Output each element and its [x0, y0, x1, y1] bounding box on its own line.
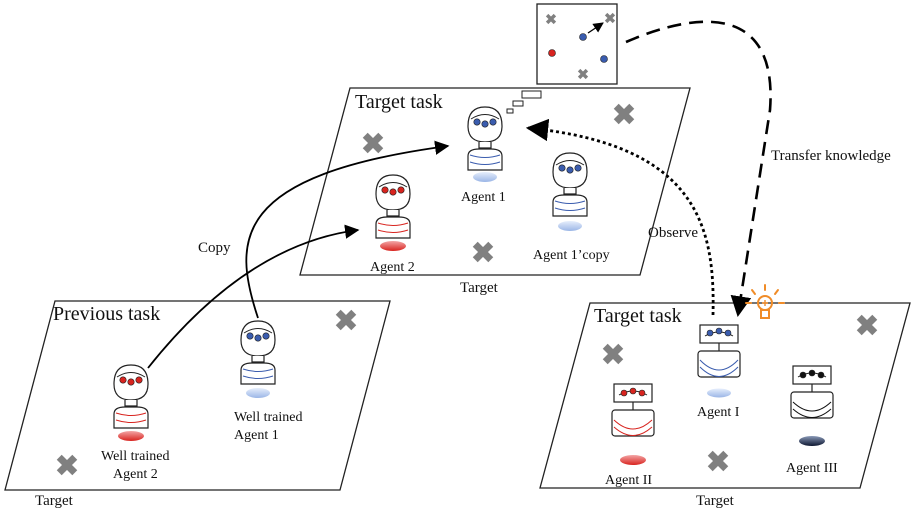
- observe-arrow: [525, 118, 715, 316]
- thought-bubble-icon: [506, 90, 542, 114]
- right-task-title: Target task: [594, 305, 682, 327]
- center-agent-2: Agent 2: [370, 174, 415, 275]
- transfer-knowledge-arrow: [625, 20, 772, 318]
- agent-II-label: Agent II: [605, 473, 652, 488]
- copy-label: Copy: [198, 240, 231, 256]
- previous-task-title: Previous task: [53, 303, 160, 325]
- copy-arrow-agent-1: [245, 140, 450, 319]
- agent-I-label: Agent I: [697, 405, 740, 420]
- right-task-caption: Target: [696, 493, 735, 509]
- well-trained-agent-1-label-line2: Agent 1: [234, 428, 279, 443]
- center-agent-1-label: Agent 1: [461, 190, 506, 205]
- agent-II: Agent II: [605, 383, 655, 488]
- center-task-caption: Target: [460, 280, 499, 296]
- well-trained-agent-2-label-line2: Agent 2: [113, 467, 158, 482]
- agent-III-label: Agent III: [786, 461, 838, 476]
- observe-label: Observe: [648, 225, 698, 241]
- previous-task-caption: Target: [35, 493, 74, 509]
- center-agent-1-copy: Agent 1’copy: [533, 152, 610, 263]
- lightbulb-icon: [745, 284, 785, 319]
- center-agent-copy-label: Agent 1’copy: [533, 248, 610, 263]
- agent-I: Agent I: [697, 324, 741, 420]
- well-trained-agent-1: Well trained Agent 1: [234, 320, 302, 443]
- center-agent-2-label: Agent 2: [370, 260, 415, 275]
- well-trained-agent-1-label-line1: Well trained: [234, 410, 302, 425]
- blue-marker: [600, 55, 608, 63]
- transfer-knowledge-label: Transfer knowledge: [771, 148, 891, 164]
- center-task-title: Target task: [355, 91, 443, 113]
- center-agent-1: Agent 1: [461, 106, 506, 205]
- knowledge-map-box: [536, 3, 618, 85]
- well-trained-agent-2: Well trained Agent 2: [101, 364, 169, 482]
- previous-task-panel: Previous task Target: [4, 300, 391, 509]
- well-trained-agent-2-label-line1: Well trained: [101, 449, 169, 464]
- agent-III: Agent III: [786, 365, 838, 476]
- move-arrow: [587, 22, 604, 34]
- red-marker: [548, 49, 556, 57]
- blue-marker: [579, 33, 587, 41]
